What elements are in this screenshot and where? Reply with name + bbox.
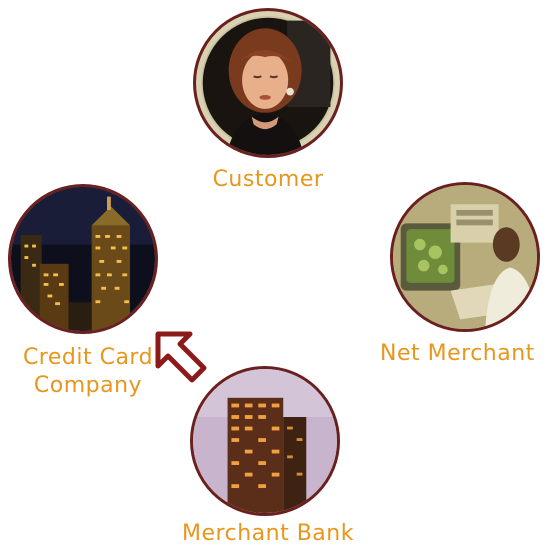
customer-photo[interactable] [193, 8, 343, 158]
customer-label: Customer [212, 167, 324, 192]
woman-portrait-image [202, 17, 334, 155]
credit-card-company-photo[interactable] [8, 184, 158, 334]
city-skyline-night-image [11, 187, 155, 331]
outline-arrow-icon [155, 331, 207, 383]
man-at-computer-image [393, 185, 537, 329]
office-tower-dusk-image [193, 369, 337, 513]
merchant-bank-photo[interactable] [190, 366, 340, 516]
credit-card-company-label: Credit Card Company [8, 344, 168, 400]
credit-card-company-label-line2: Company [33, 373, 143, 398]
merchant-bank-label: Merchant Bank [182, 521, 354, 546]
credit-card-company-label-line1: Credit Card [22, 345, 154, 370]
net-merchant-photo[interactable] [390, 182, 540, 332]
net-merchant-label: Net Merchant [380, 341, 535, 366]
